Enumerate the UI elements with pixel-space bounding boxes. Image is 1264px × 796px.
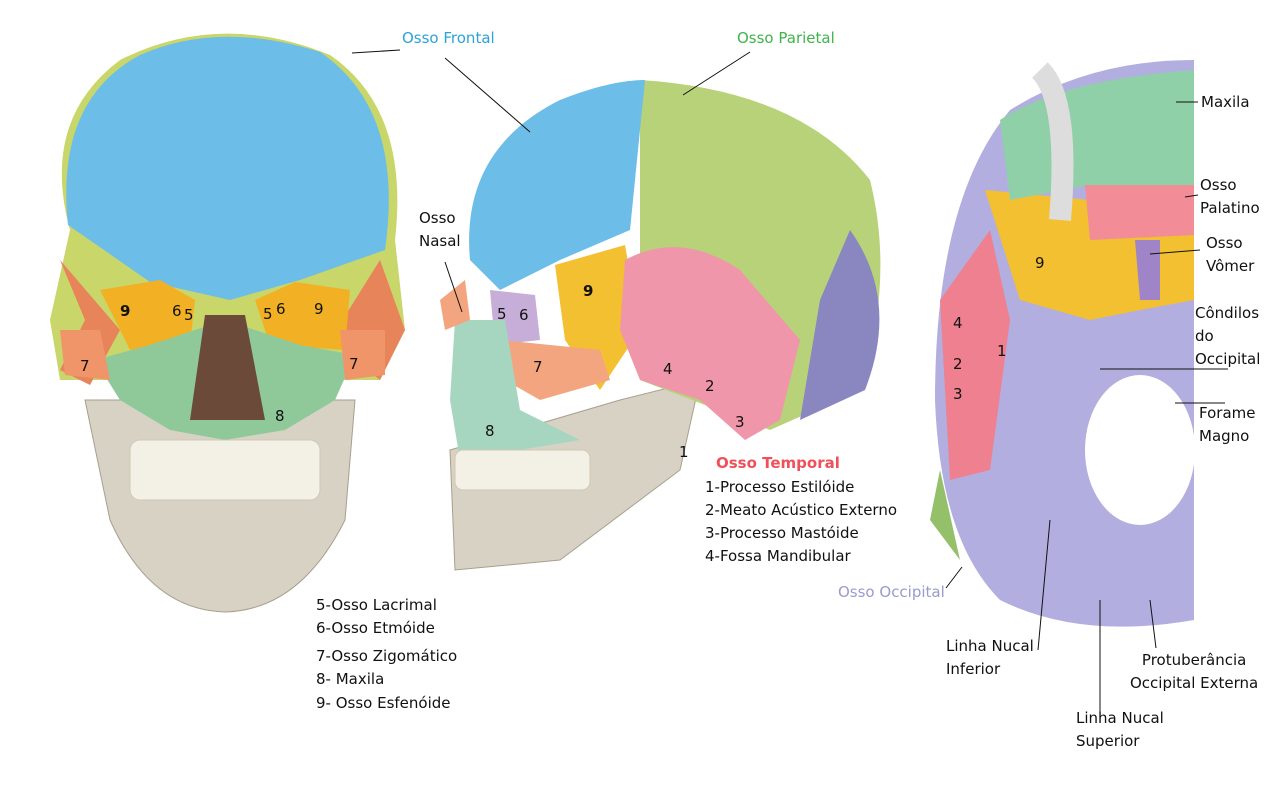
marker-9: 9 [1035, 254, 1045, 272]
marker-9: 9 [314, 300, 324, 318]
lateral-skull-view [440, 80, 881, 571]
legend-item: 6-Osso Etmóide [316, 619, 435, 637]
marker-7: 7 [533, 358, 543, 376]
marker-1: 1 [997, 342, 1007, 360]
label-line: Inferior [946, 660, 1001, 678]
anterior-skull-view [50, 33, 405, 613]
temporal-item: 4-Fossa Mandibular [705, 547, 851, 565]
label-line: Linha Nucal [946, 637, 1034, 655]
label-line: Côndilos [1195, 304, 1260, 322]
marker-6: 6 [276, 300, 286, 318]
label-line: Osso [419, 209, 456, 227]
marker-5: 5 [263, 305, 273, 323]
inferior-skull-view [930, 0, 1264, 796]
label-line: Osso [1206, 234, 1243, 252]
marker-7: 7 [80, 357, 90, 375]
marker-8: 8 [485, 422, 495, 440]
marker-1: 1 [679, 443, 689, 461]
label-line: Nasal [419, 232, 461, 250]
marker-3: 3 [735, 413, 745, 431]
marker-7: 7 [349, 355, 359, 373]
label-maxila: Maxila [1201, 93, 1250, 111]
legend-item: 7-Osso Zigomático [316, 647, 458, 665]
marker-4: 4 [663, 360, 673, 378]
marker-6: 6 [519, 306, 529, 324]
temporal-list: 1-Processo Estilóide 2-Meato Acústico Ex… [705, 476, 897, 568]
label-line: Protuberância [1141, 651, 1247, 669]
label-osso-occipital: Osso Occipital [838, 583, 945, 601]
legend-item: 8- Maxila [316, 670, 385, 688]
label-line: Occipital [1195, 350, 1261, 368]
legend-item: 9- Osso Esfenóide [316, 694, 451, 712]
label-line: Occipital Externa [1130, 674, 1259, 692]
label-line: Vômer [1206, 257, 1255, 275]
marker-3: 3 [953, 385, 963, 403]
marker-9: 9 [120, 302, 131, 320]
label-line: do [1195, 327, 1214, 345]
label-line: Osso [1200, 176, 1237, 194]
temporal-item: 2-Meato Acústico Externo [705, 501, 898, 519]
label-line: Forame [1199, 404, 1256, 422]
legend-item: 5-Osso Lacrimal [316, 596, 437, 614]
temporal-title: Osso Temporal [716, 454, 840, 472]
label-line: Magno [1199, 427, 1250, 445]
label-line: Superior [1076, 732, 1140, 750]
marker-5: 5 [184, 306, 194, 324]
temporal-item: 1-Processo Estilóide [705, 478, 855, 496]
marker-2: 2 [953, 355, 963, 373]
marker-6: 6 [172, 302, 182, 320]
label-osso-parietal: Osso Parietal [737, 29, 835, 47]
label-line: Palatino [1200, 199, 1260, 217]
marker-5: 5 [497, 305, 507, 323]
leader-lines [351, 49, 1228, 712]
marker-2: 2 [705, 377, 715, 395]
marker-8: 8 [275, 407, 285, 425]
label-osso-frontal: Osso Frontal [402, 29, 495, 47]
temporal-item: 3-Processo Mastóide [705, 524, 859, 542]
marker-9: 9 [583, 282, 594, 300]
label-line: Linha Nucal [1076, 709, 1164, 727]
marker-4: 4 [953, 314, 963, 332]
